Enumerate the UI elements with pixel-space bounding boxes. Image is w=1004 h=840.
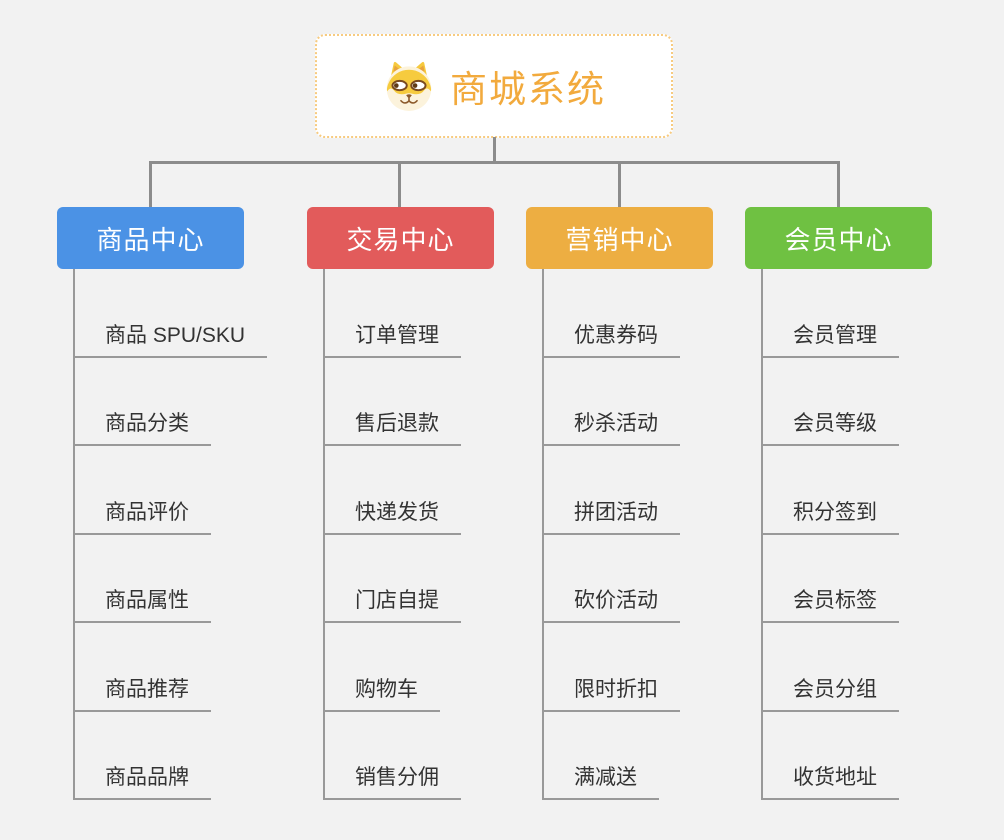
connector-root-vertical bbox=[493, 137, 496, 164]
branch-label: 会员中心 bbox=[784, 224, 893, 255]
child-node[interactable]: 拼团活动 bbox=[544, 496, 680, 535]
child-node[interactable]: 限时折扣 bbox=[544, 673, 680, 712]
child-row: 商品评价 bbox=[75, 446, 267, 535]
child-row: 订单管理 bbox=[325, 269, 461, 358]
child-node[interactable]: 商品 SPU/SKU bbox=[75, 319, 268, 358]
branch-column-trade: 交易中心 订单管理 售后退款 快递发货 门店自提 购物车 销售分佣 bbox=[307, 207, 494, 800]
child-node[interactable]: 会员分组 bbox=[763, 673, 899, 712]
child-node[interactable]: 商品分类 bbox=[75, 407, 211, 446]
child-row: 满减送 bbox=[544, 712, 680, 800]
child-row: 商品 SPU/SKU bbox=[75, 269, 268, 358]
branch-node-product[interactable]: 商品中心 bbox=[57, 207, 244, 269]
branch-column-marketing: 营销中心 优惠券码 秒杀活动 拼团活动 砍价活动 限时折扣 满减送 bbox=[526, 207, 713, 800]
child-row: 限时折扣 bbox=[544, 623, 680, 712]
branch-node-trade[interactable]: 交易中心 bbox=[307, 207, 494, 269]
branch-label: 交易中心 bbox=[346, 224, 455, 255]
child-list-marketing: 优惠券码 秒杀活动 拼团活动 砍价活动 限时折扣 满减送 bbox=[542, 269, 680, 800]
child-node[interactable]: 砍价活动 bbox=[544, 584, 680, 623]
root-title: 商城系统 bbox=[450, 69, 606, 110]
child-node[interactable]: 积分签到 bbox=[763, 496, 899, 535]
child-node[interactable]: 商品评价 bbox=[75, 496, 211, 535]
child-node[interactable]: 销售分佣 bbox=[325, 761, 461, 800]
child-row: 商品推荐 bbox=[75, 623, 267, 712]
child-node[interactable]: 收货地址 bbox=[763, 761, 899, 800]
child-node[interactable]: 购物车 bbox=[325, 673, 440, 712]
branch-node-member[interactable]: 会员中心 bbox=[745, 207, 932, 269]
child-row: 会员等级 bbox=[763, 358, 899, 446]
child-list-trade: 订单管理 售后退款 快递发货 门店自提 购物车 销售分佣 bbox=[323, 269, 461, 800]
child-node[interactable]: 满减送 bbox=[544, 761, 659, 800]
connector-horizontal-bar bbox=[149, 161, 840, 164]
child-row: 商品属性 bbox=[75, 535, 267, 623]
child-node[interactable]: 快递发货 bbox=[325, 496, 461, 535]
child-row: 拼团活动 bbox=[544, 446, 680, 535]
child-row: 会员分组 bbox=[763, 623, 899, 712]
child-row: 购物车 bbox=[325, 623, 461, 712]
child-node[interactable]: 售后退款 bbox=[325, 407, 461, 446]
child-node[interactable]: 订单管理 bbox=[325, 319, 461, 358]
child-row: 秒杀活动 bbox=[544, 358, 680, 446]
child-row: 商品分类 bbox=[75, 358, 267, 446]
branch-node-marketing[interactable]: 营销中心 bbox=[526, 207, 713, 269]
child-node[interactable]: 商品推荐 bbox=[75, 673, 211, 712]
child-node[interactable]: 商品品牌 bbox=[75, 761, 211, 800]
child-node[interactable]: 会员管理 bbox=[763, 319, 899, 358]
connector-stub-marketing bbox=[618, 161, 621, 207]
branch-label: 商品中心 bbox=[96, 224, 205, 255]
child-row: 销售分佣 bbox=[325, 712, 461, 800]
child-row: 门店自提 bbox=[325, 535, 461, 623]
connector-stub-product bbox=[149, 161, 152, 207]
child-node[interactable]: 门店自提 bbox=[325, 584, 461, 623]
child-node[interactable]: 会员标签 bbox=[763, 584, 899, 623]
child-node[interactable]: 秒杀活动 bbox=[544, 407, 680, 446]
child-row: 会员管理 bbox=[763, 269, 899, 358]
branch-column-product: 商品中心 商品 SPU/SKU 商品分类 商品评价 商品属性 商品推荐 商品品牌 bbox=[57, 207, 268, 800]
child-row: 商品品牌 bbox=[75, 712, 267, 800]
child-row: 售后退款 bbox=[325, 358, 461, 446]
child-row: 收货地址 bbox=[763, 712, 899, 800]
child-list-product: 商品 SPU/SKU 商品分类 商品评价 商品属性 商品推荐 商品品牌 bbox=[73, 269, 268, 800]
child-node[interactable]: 优惠券码 bbox=[544, 319, 680, 358]
child-node[interactable]: 商品属性 bbox=[75, 584, 211, 623]
branch-column-member: 会员中心 会员管理 会员等级 积分签到 会员标签 会员分组 收货地址 bbox=[745, 207, 932, 800]
connector-stub-member bbox=[837, 161, 840, 207]
child-node[interactable]: 会员等级 bbox=[763, 407, 899, 446]
child-row: 砍价活动 bbox=[544, 535, 680, 623]
child-row: 优惠券码 bbox=[544, 269, 680, 358]
child-row: 快递发货 bbox=[325, 446, 461, 535]
child-row: 会员标签 bbox=[763, 535, 899, 623]
child-list-member: 会员管理 会员等级 积分签到 会员标签 会员分组 收货地址 bbox=[761, 269, 899, 800]
connector-stub-trade bbox=[398, 161, 401, 207]
child-row: 积分签到 bbox=[763, 446, 899, 535]
dog-face-icon bbox=[386, 61, 432, 111]
root-node[interactable]: 商城系统 bbox=[315, 34, 673, 138]
branch-label: 营销中心 bbox=[565, 224, 674, 255]
